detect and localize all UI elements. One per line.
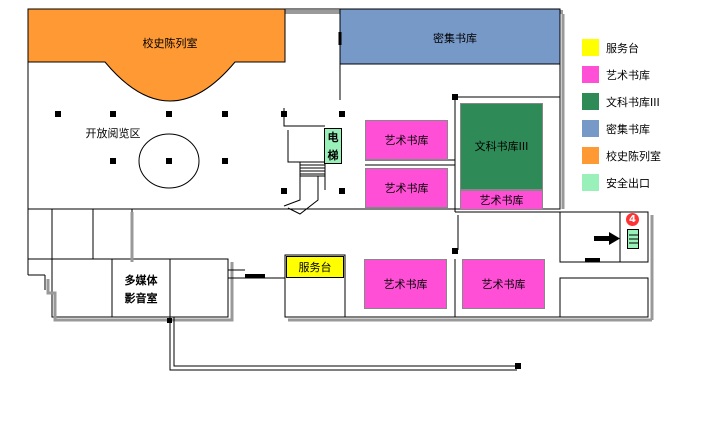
service-desk[interactable] [286,256,344,278]
lit-stack-label: 文科书库III [474,140,529,153]
legend-label: 密集书库 [606,123,650,136]
multimedia-label-1[interactable]: 多媒体 [124,274,158,287]
legend-label: 文科书库III [606,96,660,109]
art-stack-1[interactable] [365,120,448,160]
wall-shadow [31,10,563,14]
art-stack-4-label: 艺术书库 [383,278,428,291]
art-stack-5[interactable] [462,259,545,309]
legend-label: 安全出口 [606,177,650,190]
exit-number-badge: 4 [626,213,639,226]
staircase [283,108,326,215]
elevator-label-2: 梯 [327,149,339,162]
legend-swatch [582,66,599,83]
legend-label: 校史陈列室 [606,150,661,163]
elevator [324,128,342,164]
legend-swatch [582,39,599,56]
art-stack-4[interactable] [364,259,447,309]
legend-swatch [582,120,599,137]
legend-swatch [582,147,599,164]
legend-label: 服务台 [606,42,639,55]
art-stack-1-label: 艺术书库 [384,134,429,147]
dense-stacks-label[interactable]: 密集书库 [433,32,477,45]
art-stack-2-label: 艺术书库 [384,182,429,195]
history-room-area [27,8,286,102]
open-reading-label[interactable]: 开放阅览区 [85,127,141,140]
round-table [138,133,200,189]
elevator-label-1: 电 [327,131,339,144]
exit-sign-icon [627,229,639,249]
service-desk-label: 服务台 [298,261,332,274]
art-stack-3-label: 艺术书库 [479,194,524,207]
history-room-label[interactable]: 校史陈列室 [142,37,198,50]
art-stack-5-label: 艺术书库 [481,278,526,291]
lit-stack[interactable] [460,103,543,190]
art-stack-3[interactable] [460,190,543,210]
legend-swatch [582,93,599,110]
multimedia-label-2[interactable]: 影音室 [124,292,158,305]
legend-label: 艺术书库 [606,69,650,82]
dense-stacks-area [339,8,561,65]
art-stack-2[interactable] [365,168,448,208]
legend-swatch [582,174,599,191]
